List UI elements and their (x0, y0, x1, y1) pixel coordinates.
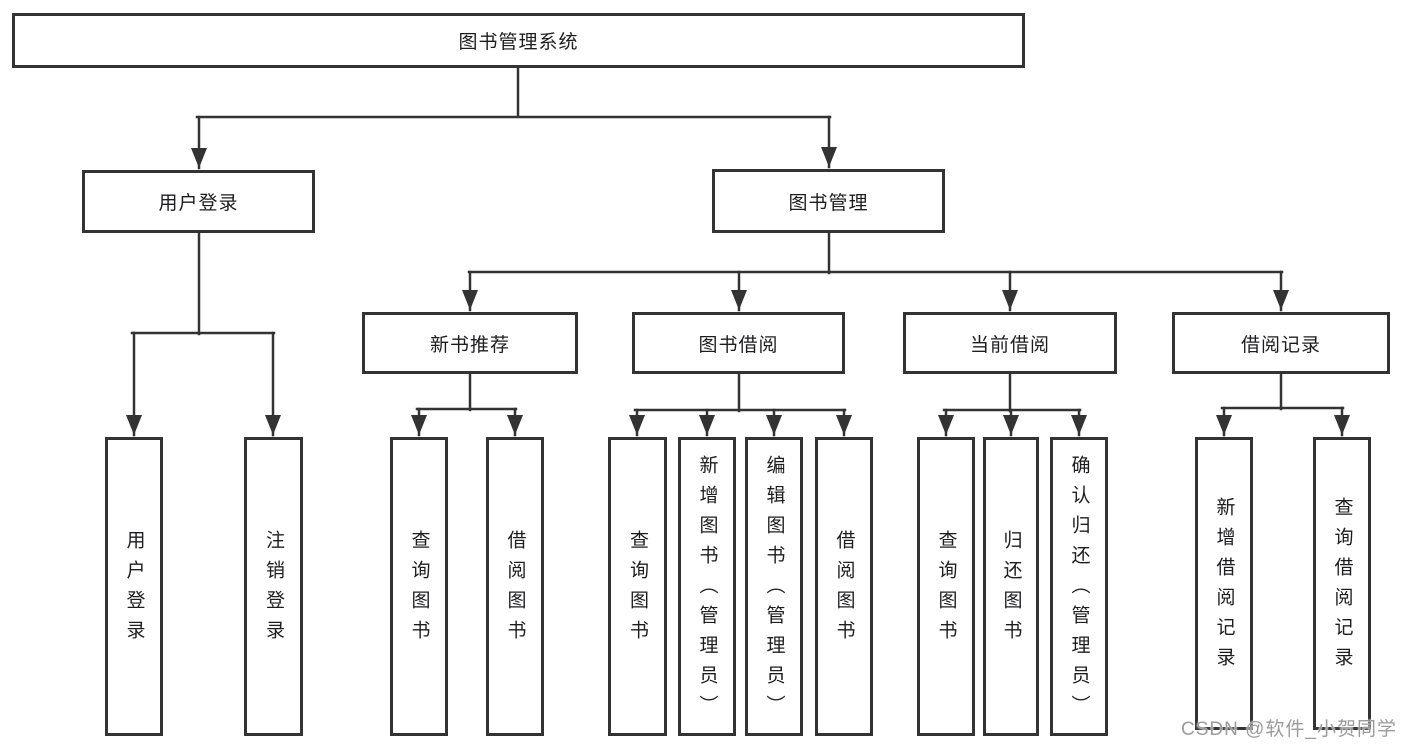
leaf-query-books-recommend: 查询图书 (390, 437, 448, 736)
leaf-borrow-book: 借阅图书 (815, 437, 873, 736)
leaf-query-borrow-record: 查询借阅记录 (1313, 437, 1371, 730)
leaf-add-book-admin: 新增图书（管理员） (678, 437, 736, 736)
node-new-book-recommend: 新书推荐 (362, 312, 578, 374)
node-borrow-records: 借阅记录 (1172, 312, 1390, 374)
node-root-library-system: 图书管理系统 (12, 13, 1025, 68)
node-book-borrow: 图书借阅 (632, 312, 845, 374)
leaf-confirm-return-admin: 确认归还（管理员） (1050, 437, 1108, 736)
leaf-edit-book-admin: 编辑图书（管理员） (745, 437, 803, 736)
leaf-logout: 注销登录 (244, 437, 303, 736)
node-book-management-module: 图书管理 (712, 169, 945, 233)
node-user-login-module: 用户登录 (82, 170, 315, 233)
node-current-borrow: 当前借阅 (903, 312, 1117, 374)
leaf-user-login: 用户登录 (105, 437, 163, 736)
leaf-query-books-borrow: 查询图书 (608, 437, 667, 736)
leaf-query-books-current: 查询图书 (917, 437, 975, 736)
leaf-return-book: 归还图书 (983, 437, 1039, 736)
leaf-add-borrow-record: 新增借阅记录 (1195, 437, 1253, 730)
leaf-borrow-books-recommend: 借阅图书 (486, 437, 544, 736)
csdn-watermark: CSDN @软件_小贺同学 (1181, 719, 1397, 740)
